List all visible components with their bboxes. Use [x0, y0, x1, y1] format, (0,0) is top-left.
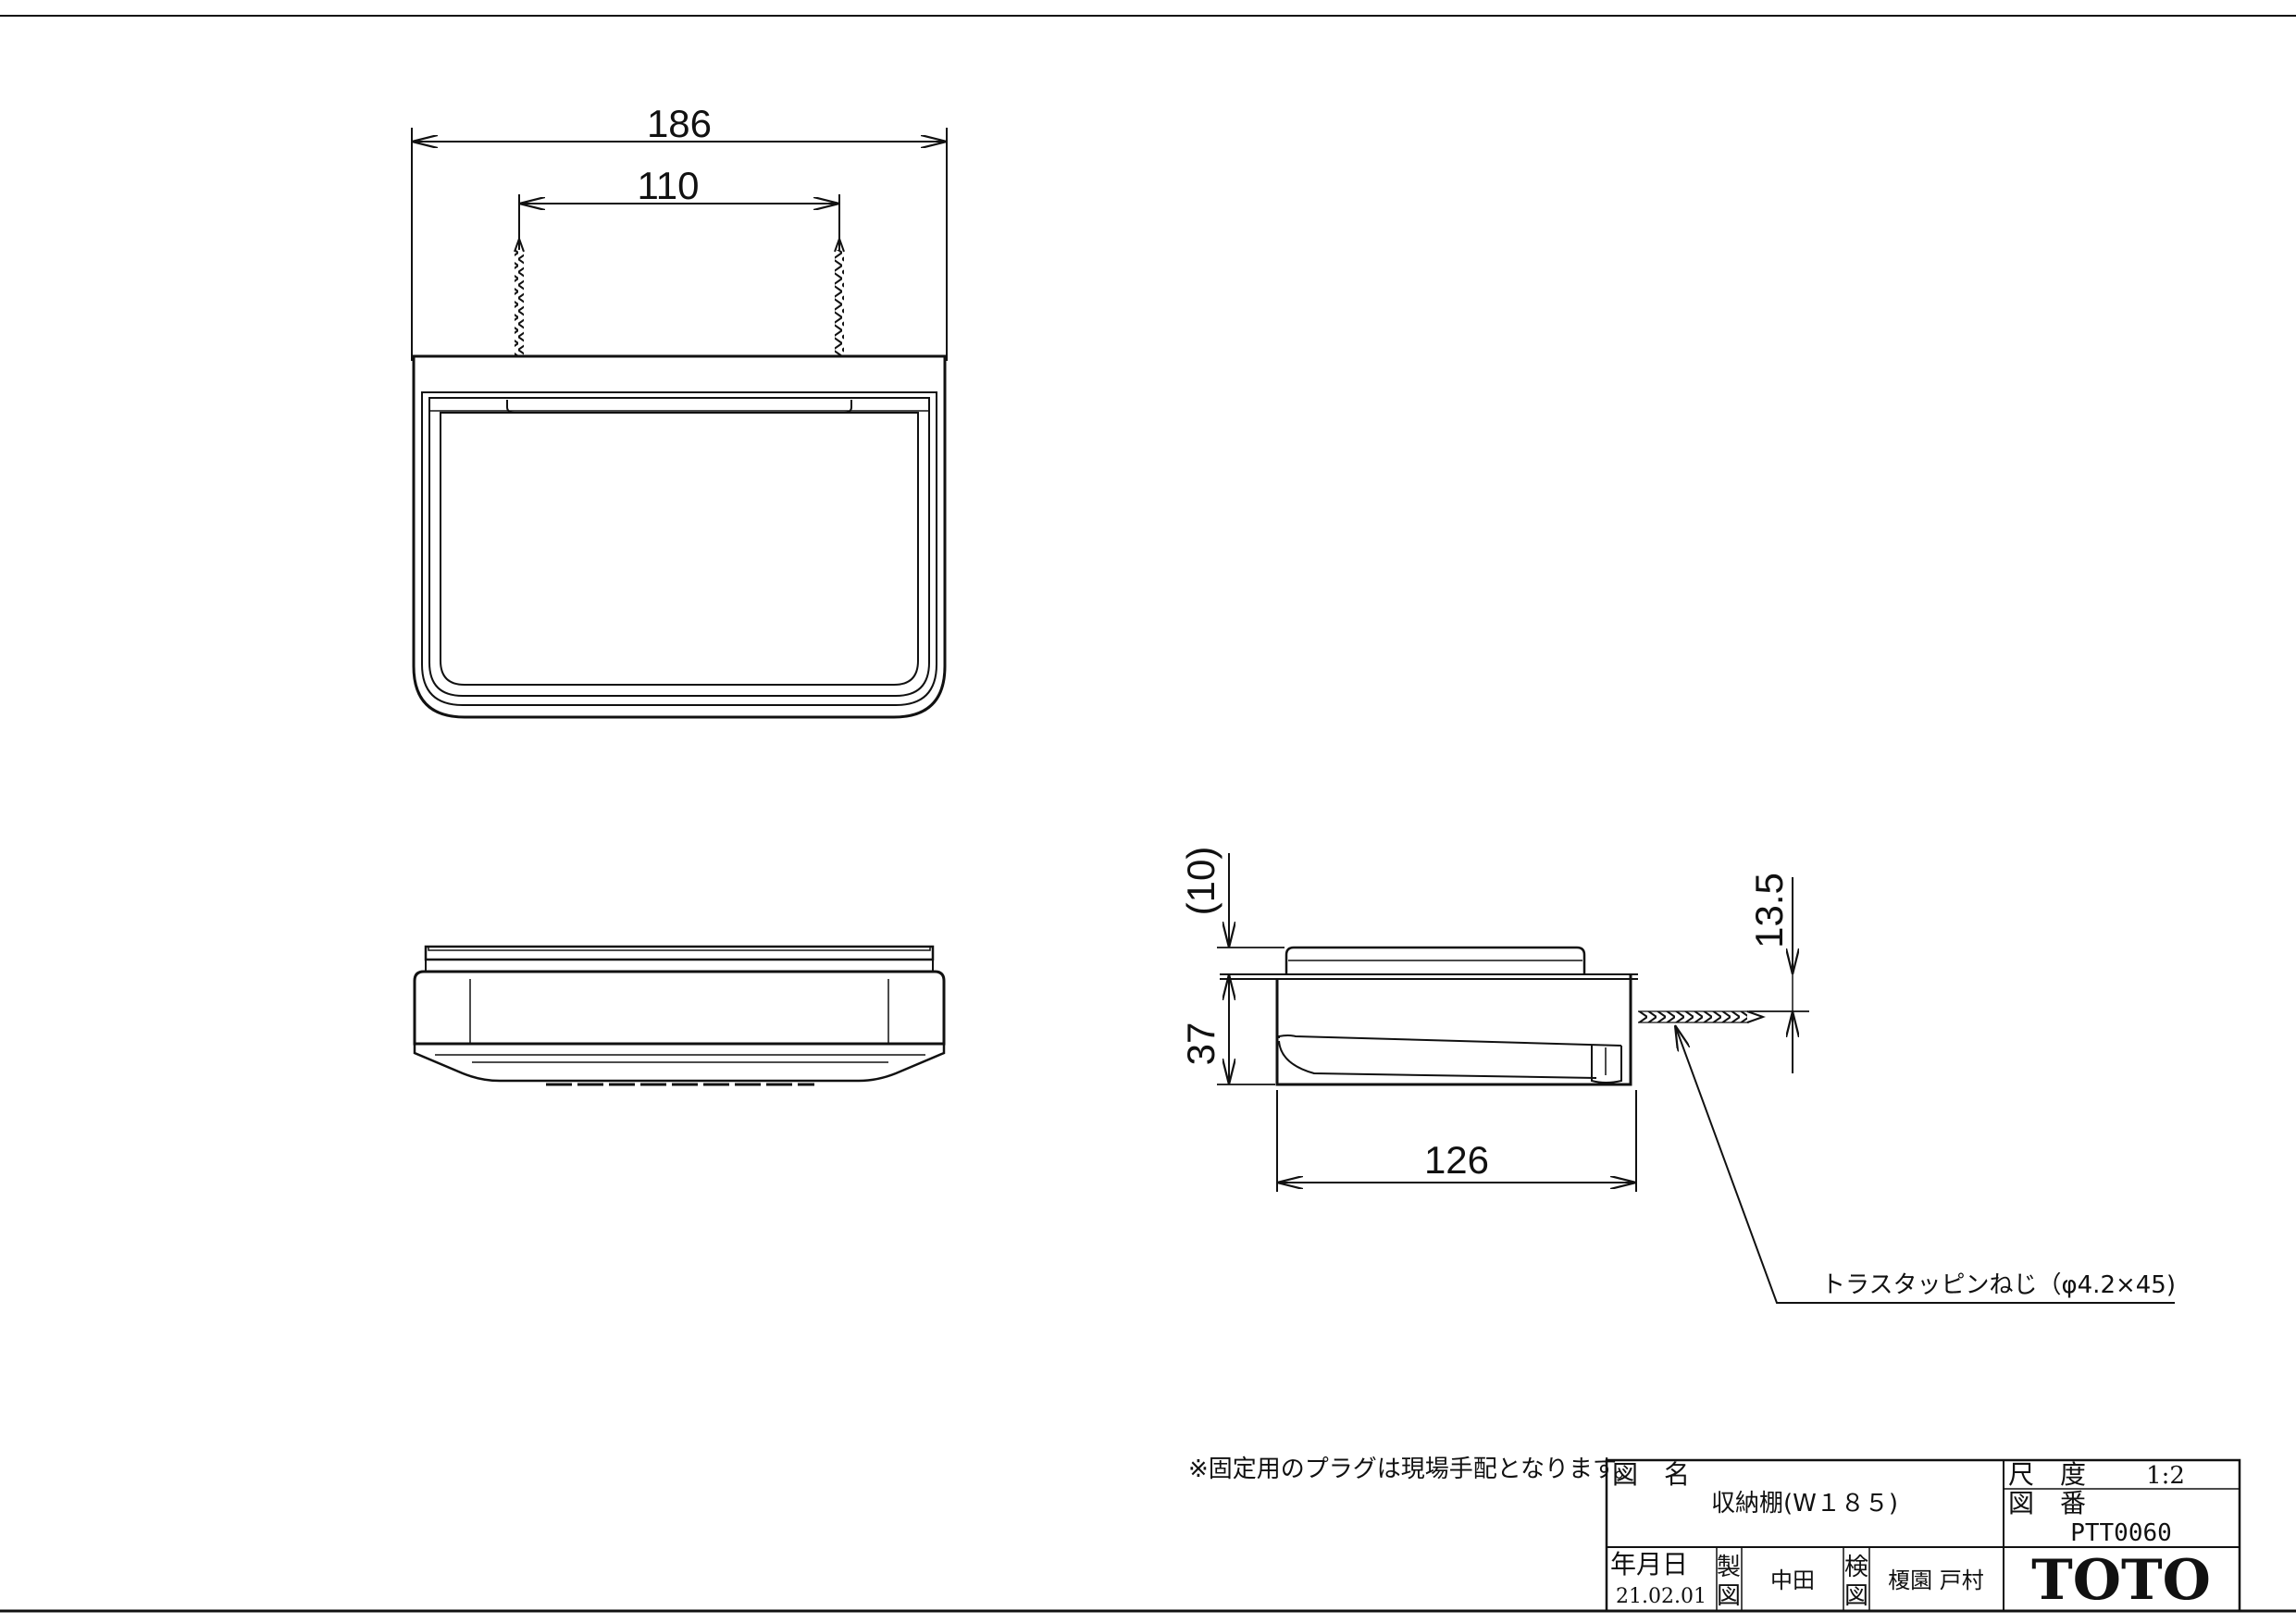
made-label-bottom: 図: [1717, 1582, 1741, 1610]
date-label: 年月日: [1610, 1549, 1688, 1580]
side-view: [1217, 853, 2175, 1304]
dim-13-5: 13.5: [1747, 873, 1791, 948]
dim-110: 110: [638, 164, 700, 207]
title-block: [1605, 1458, 2241, 1613]
screw-side: [1638, 1011, 1747, 1022]
screw-leader-line: [1675, 1025, 2175, 1304]
screw-left: [515, 250, 524, 356]
toto-logo: TOTO: [2031, 1548, 2211, 1613]
front-view: [411, 128, 948, 719]
drawing-no-value: PTT0060: [2070, 1519, 2172, 1547]
name-value: 収納棚(W１８５): [1711, 1490, 1898, 1518]
screw-label: トラスタッピンねじ（φ4.2×45): [1821, 1271, 2176, 1299]
check-label-top: 検: [1844, 1554, 1868, 1581]
dim-186: 186: [647, 102, 712, 145]
plug-note: ※固定用のプラグは現場手配となります。: [1188, 1456, 1638, 1483]
date-value: 21.02.01: [1616, 1585, 1706, 1608]
screw-right: [835, 250, 844, 356]
dim-10: (10): [1179, 847, 1222, 916]
name-label: 図 名: [1612, 1459, 1690, 1490]
front-body-outline: [412, 354, 947, 719]
dim-37: 37: [1179, 1022, 1222, 1066]
drawing-no-label: 図 番: [2008, 1488, 2086, 1518]
scale-value: 1:2: [2146, 1462, 2185, 1490]
scale-label: 尺 度: [2008, 1459, 2086, 1490]
check-value: 榎園 戸村: [1888, 1567, 1984, 1593]
bottom-view: [413, 945, 946, 1086]
dim-126: 126: [1424, 1138, 1489, 1182]
made-value: 中田: [1770, 1567, 1815, 1593]
made-label-top: 製: [1717, 1554, 1741, 1581]
side-body-outline: [1275, 979, 1632, 1086]
check-label-bottom: 図: [1844, 1582, 1868, 1610]
